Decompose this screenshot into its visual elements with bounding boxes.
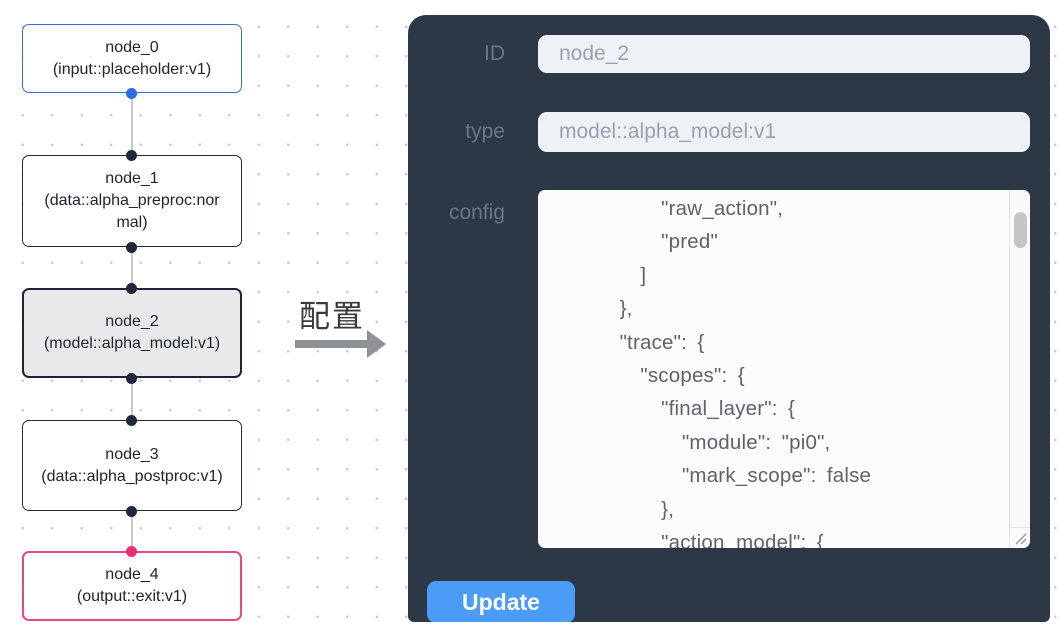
port-node0-output[interactable] xyxy=(126,87,137,99)
port-node4-input[interactable] xyxy=(126,545,137,557)
config-textarea[interactable]: "raw_action", "pred" ] }, "trace": { "sc… xyxy=(538,190,1030,548)
edge-node1-node2 xyxy=(130,247,133,288)
edge-node0-node1 xyxy=(130,93,133,155)
node-type-label: (data::alpha_preproc:normal) xyxy=(44,192,220,231)
node-title: node_1 xyxy=(105,170,159,187)
right-arrow-icon xyxy=(295,340,368,348)
port-node3-output[interactable] xyxy=(126,505,137,517)
graph-node-2-selected[interactable]: node_2 (model::alpha_model:v1) xyxy=(22,288,242,378)
graph-node-4[interactable]: node_4 (output::exit:v1) xyxy=(22,551,242,621)
edge-node2-node3 xyxy=(130,378,133,420)
config-field-label: config xyxy=(448,201,505,224)
annotation-label: 配置 xyxy=(299,299,365,334)
port-node3-input[interactable] xyxy=(126,414,137,426)
config-json-text: "raw_action", "pred" ] }, "trace": { "sc… xyxy=(619,197,872,548)
config-scrollbar[interactable] xyxy=(1009,190,1030,528)
type-field-label: type xyxy=(465,120,505,143)
node-title: node_2 xyxy=(105,313,159,330)
config-scrollbar-thumb[interactable] xyxy=(1014,212,1027,248)
node-type-label: (data::alpha_postproc:v1) xyxy=(41,467,223,485)
node-title: node_0 xyxy=(105,38,159,56)
port-node1-output[interactable] xyxy=(126,241,137,253)
resize-grip-icon xyxy=(1015,533,1027,545)
node-type-label: (input::placeholder:v1) xyxy=(52,60,212,78)
node-type-label: (model::alpha_model:v1) xyxy=(43,335,221,352)
port-node2-input[interactable] xyxy=(126,282,137,294)
textarea-resize-handle[interactable] xyxy=(1009,527,1030,548)
graph-node-0[interactable]: node_0 (input::placeholder:v1) xyxy=(22,24,242,93)
graph-node-3[interactable]: node_3 (data::alpha_postproc:v1) xyxy=(22,420,242,511)
node-type-label: (output::exit:v1) xyxy=(76,588,188,605)
edge-node3-node4 xyxy=(130,511,133,551)
right-arrow-head-icon xyxy=(367,330,386,358)
node-title: node_3 xyxy=(105,445,159,463)
id-input[interactable] xyxy=(538,35,1030,73)
graph-node-1[interactable]: node_1 (data::alpha_preproc:normal) xyxy=(22,155,242,247)
port-node1-input[interactable] xyxy=(126,149,137,161)
node-title: node_4 xyxy=(105,566,159,583)
config-panel: ID type config "raw_action", "pred" ] },… xyxy=(408,15,1050,622)
type-input[interactable] xyxy=(538,112,1030,152)
port-node2-output[interactable] xyxy=(126,372,137,384)
update-button[interactable]: Update xyxy=(427,581,575,622)
id-field-label: ID xyxy=(484,42,505,65)
